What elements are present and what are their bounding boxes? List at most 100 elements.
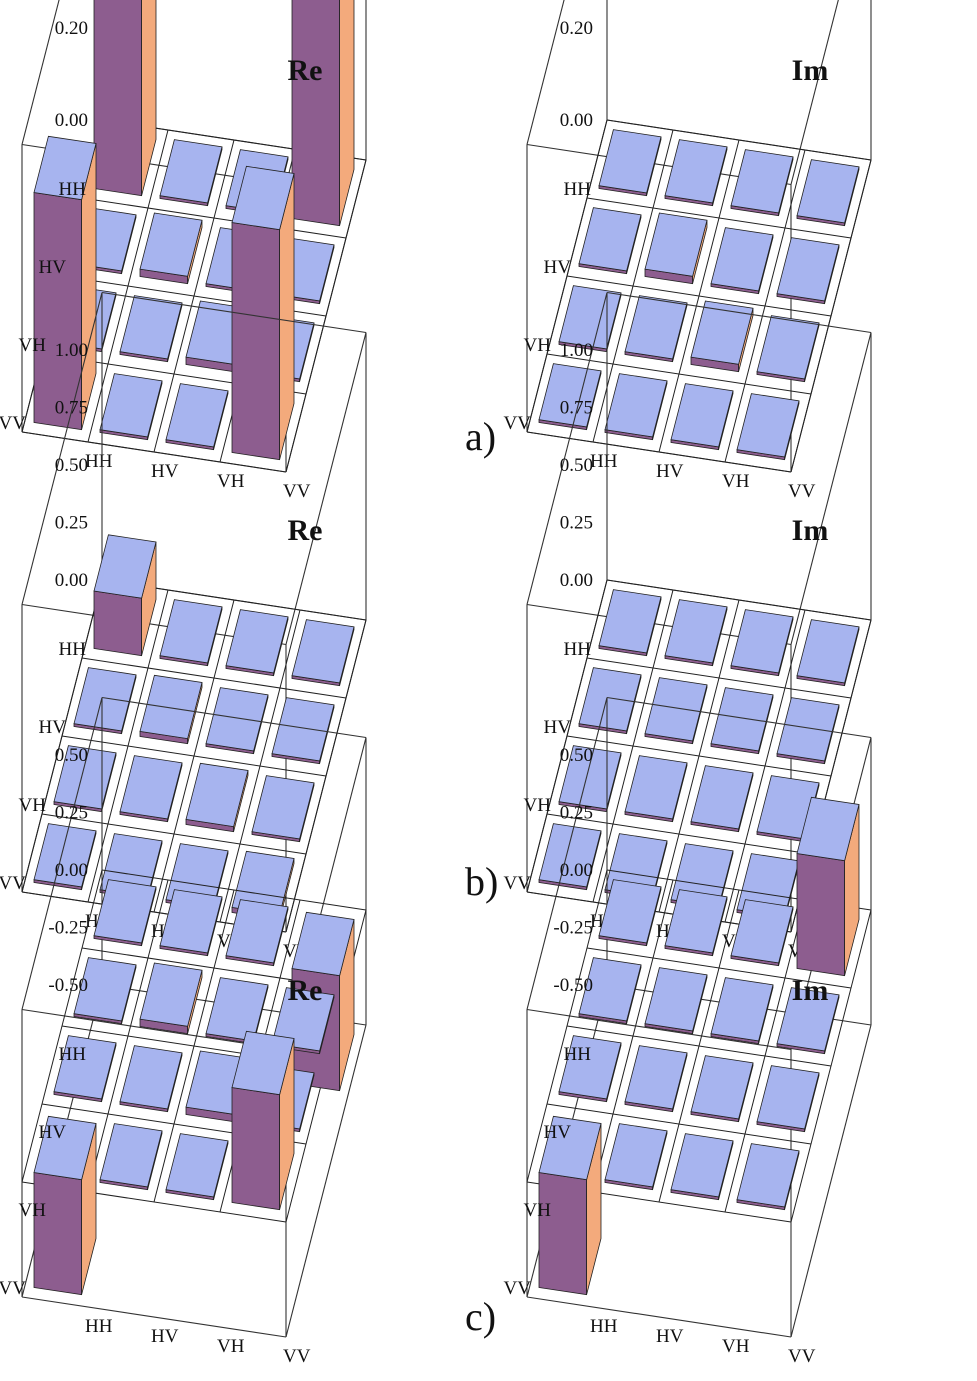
bar-VH-HV: [119, 295, 183, 363]
floor-grid-line: [546, 1103, 812, 1145]
z-tick-label: 0.75: [55, 398, 88, 419]
bar-HV-VV: [776, 237, 840, 305]
bar-VH-HH: [53, 1035, 117, 1103]
bar-VV-VV: [231, 1030, 295, 1211]
row-label: HH: [564, 639, 592, 660]
z-tick-label: 0.25: [55, 803, 88, 824]
frame-edge: [526, 1008, 792, 1051]
bar-HH-VV: [291, 619, 355, 687]
bar-HV-VH: [710, 977, 774, 1045]
bar-VH-VV: [756, 315, 820, 383]
col-label: VH: [217, 1336, 245, 1357]
frame-edge: [606, 696, 872, 739]
bar-HV-HV: [139, 674, 203, 745]
bar-VV-HH: [33, 1115, 97, 1296]
floor-grid-line: [285, 619, 367, 933]
row-label: HV: [39, 257, 67, 278]
bar-HH-HV: [664, 889, 728, 957]
bar-HV-HH: [578, 207, 642, 275]
bar-HV-VH: [710, 687, 774, 755]
frame-edge: [790, 0, 839, 185]
col-label: HH: [590, 451, 618, 472]
bar-VV-HH: [33, 823, 97, 891]
bar-VV-VH: [670, 1133, 734, 1201]
col-label: VH: [722, 1336, 750, 1357]
bar-HH-VV: [796, 159, 860, 227]
panel-title: Im: [792, 54, 829, 87]
frame-edge: [790, 332, 872, 645]
bar-HV-VH: [205, 977, 269, 1045]
row-label: VV: [0, 873, 26, 894]
bar-HH-HH: [598, 879, 662, 947]
z-tick-label: 0.25: [560, 803, 593, 824]
frame-edge: [101, 696, 367, 739]
row-label: HH: [59, 639, 87, 660]
bar-HV-VV: [776, 697, 840, 765]
bar-VV-VV: [736, 1143, 800, 1211]
row-label: HV: [544, 717, 572, 738]
frame-edge: [21, 0, 60, 145]
panel-title: Re: [288, 514, 323, 547]
z-tick-label: 1.00: [55, 340, 88, 361]
panel-title: Im: [792, 514, 829, 547]
bar-HV-HV: [644, 212, 708, 285]
bar-HH-VV: [291, 0, 355, 227]
bar-VV-VH: [670, 383, 734, 451]
col-label: HV: [656, 1326, 684, 1347]
row-label: VV: [504, 1278, 532, 1299]
frame-edge: [101, 291, 367, 334]
bar-HH-HV: [664, 599, 728, 667]
bar-HV-HV: [139, 962, 203, 1035]
row-label: HV: [39, 717, 67, 738]
bar-VH-HV: [624, 1045, 688, 1113]
floor-grid-line: [546, 813, 812, 855]
frame-edge: [21, 1008, 287, 1051]
floor-grid-line: [153, 599, 235, 913]
z-tick-label: 0.50: [55, 745, 88, 766]
panel-label: b): [465, 859, 498, 904]
z-tick-label: -0.50: [48, 975, 88, 996]
z-tick-label: 0.50: [560, 745, 593, 766]
frame-edge: [606, 291, 872, 334]
bar-HH-VV: [796, 796, 860, 977]
z-tick-label: -0.50: [553, 975, 593, 996]
col-label: VV: [283, 1346, 311, 1367]
bar-HH-VV: [796, 619, 860, 687]
bar-HH-VH: [225, 899, 289, 967]
bar-HH-HH: [598, 129, 662, 197]
floor-grid-line: [724, 149, 806, 463]
z-tick-label: 0.75: [560, 398, 593, 419]
frame-edge: [21, 1296, 287, 1338]
floor-grid-line: [790, 909, 872, 1223]
bar-HH-HH: [93, 0, 157, 197]
row-label: HH: [564, 179, 592, 200]
z-tick-label: 0.00: [55, 570, 88, 591]
bar-HH-VH: [730, 899, 794, 967]
bar-HH-HV: [159, 139, 223, 207]
bar-HV-VH: [205, 687, 269, 755]
row-label: VH: [524, 335, 552, 356]
row-label: VV: [0, 413, 26, 434]
row-label: VV: [504, 413, 532, 434]
row-label: HH: [59, 1044, 87, 1065]
frame-edge: [526, 697, 608, 1010]
z-tick-label: 0.25: [560, 513, 593, 534]
bar-HH-VH: [730, 609, 794, 677]
bar-VH-VH: [690, 300, 754, 373]
frame-edge: [21, 697, 103, 1010]
bar-HV-HH: [73, 957, 137, 1025]
bar-VV-VH: [165, 383, 229, 451]
floor-grid-line: [526, 431, 792, 473]
bar-VV-HV: [604, 373, 668, 441]
bar-VH-VH: [185, 762, 249, 833]
bar-VV-VV: [231, 165, 295, 461]
col-label: HV: [151, 461, 179, 482]
row-label: VH: [19, 795, 47, 816]
panel-title: Re: [288, 54, 323, 87]
floor-grid-line: [658, 139, 740, 453]
